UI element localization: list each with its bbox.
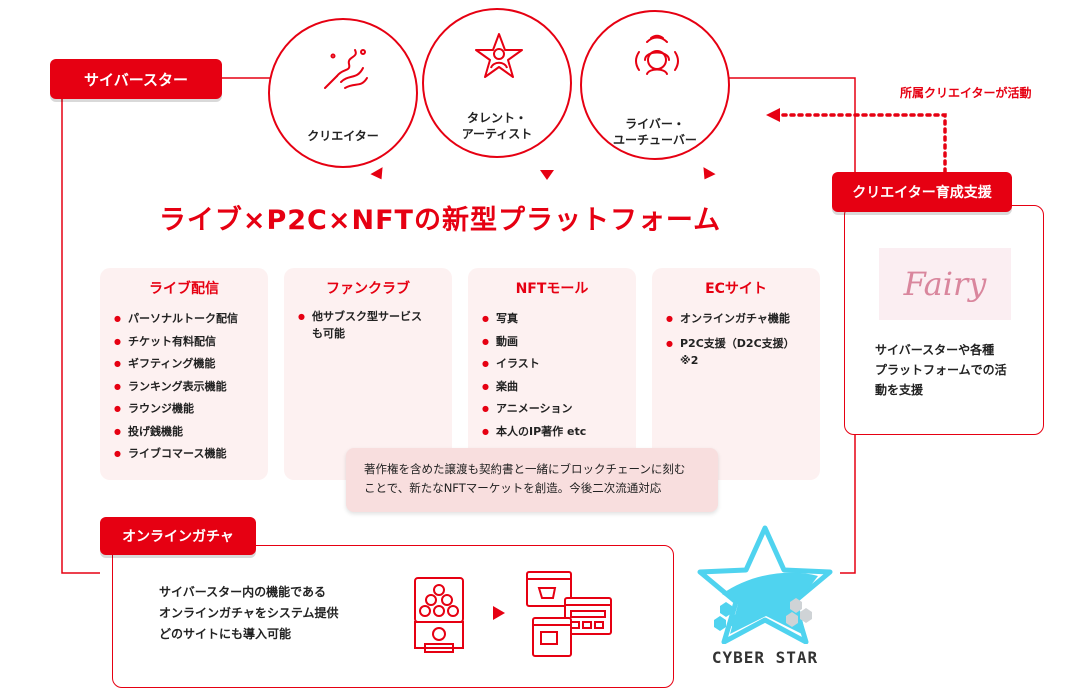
- list-item: ギフティング機能: [114, 353, 260, 376]
- gacha-tag: オンラインガチャ: [100, 517, 256, 555]
- column-title: ライブ配信: [149, 281, 219, 297]
- list-item: 楽曲: [482, 376, 628, 399]
- note-line: 著作権を含めた譲渡も契約書と一緒にブロックチェーンに刻む: [364, 462, 686, 476]
- support-desc-line: プラットフォームでの活: [875, 363, 1007, 377]
- headset-broadcast-icon: [635, 34, 679, 75]
- list-item: P2C支援（D2C支援） ※2: [666, 335, 812, 369]
- nft-note: 著作権を含めた譲渡も契約書と一緒にブロックチェーンに刻む ことで、新たなNFTマ…: [346, 448, 718, 512]
- arrow-head-icon: [766, 108, 780, 122]
- affiliation-label: 所属クリエイターが活動: [900, 86, 1032, 100]
- column-title: ファンクラブ: [326, 281, 410, 297]
- creator-support-box: Fairy サイバースターや各種 プラットフォームでの活 動を支援: [844, 205, 1044, 435]
- column-title: NFTモール: [515, 281, 589, 297]
- creator-brush-icon: [324, 49, 368, 89]
- circle-label-line1: タレント・: [466, 111, 527, 125]
- column-live: ライブ配信 パーソナルトーク配信 チケット有料配信 ギフティング機能 ランキング…: [100, 268, 268, 480]
- list-item: 写真: [482, 308, 628, 331]
- gacha-machine-icon: [414, 577, 464, 653]
- gacha-desc-line: サイバースター内の機能である: [159, 585, 327, 599]
- list-item: 他サブスク型サービス も可能: [298, 308, 444, 342]
- list-item: アニメーション: [482, 398, 628, 421]
- circle-talent: タレント・ アーティスト: [422, 8, 572, 158]
- list-item: オンラインガチャ機能: [666, 308, 812, 331]
- list-item: 本人のIP著作 etc: [482, 421, 628, 444]
- support-desc-line: サイバースターや各種: [875, 343, 995, 357]
- cyber-star-icon: [697, 525, 833, 645]
- list-item: 投げ銭機能: [114, 421, 260, 444]
- list-item: チケット有料配信: [114, 331, 260, 354]
- cyber-star-text: CYBER STAR: [711, 648, 819, 667]
- column-fanclub: ファンクラブ 他サブスク型サービス も可能: [284, 268, 452, 480]
- creator-support-tag: クリエイター育成支援: [832, 172, 1012, 212]
- list-item: 動画: [482, 331, 628, 354]
- ec-websites-icon: [526, 571, 612, 657]
- page-title: ライブ×P2C×NFTの新型プラットフォーム: [158, 205, 722, 236]
- cyber-star-logo: CYBER STAR: [690, 524, 840, 674]
- circle-creator: クリエイター: [268, 18, 418, 168]
- fairy-logo-text: Fairy: [903, 265, 987, 303]
- list-item: ライブコマース機能: [114, 443, 260, 466]
- circle-label-line1: ライバー・: [625, 117, 685, 131]
- circle-liver: ライバー・ ユーチューバー: [580, 10, 730, 160]
- column-nft: NFTモール 写真 動画 イラスト 楽曲 アニメーション 本人のIP著作 etc: [468, 268, 636, 480]
- gacha-box: サイバースター内の機能である オンラインガチャをシステム提供 どのサイトにも導入…: [112, 545, 674, 688]
- list-item: ラウンジ機能: [114, 398, 260, 421]
- list-item: パーソナルトーク配信: [114, 308, 260, 331]
- list-item: ランキング表示機能: [114, 376, 260, 399]
- brand-tag: サイバースター: [50, 59, 222, 99]
- list-item: イラスト: [482, 353, 628, 376]
- column-ec: ECサイト オンラインガチャ機能 P2C支援（D2C支援） ※2: [652, 268, 820, 480]
- play-arrow-icon: [493, 606, 505, 620]
- circle-label-line2: アーティスト: [461, 127, 533, 141]
- note-line: ことで、新たなNFTマーケットを創造。今後二次流通対応: [364, 481, 662, 495]
- gacha-desc-line: オンラインガチャをシステム提供: [159, 606, 339, 620]
- column-title: ECサイト: [705, 281, 767, 297]
- support-desc-line: 動を支援: [875, 383, 924, 397]
- circle-label: クリエイター: [307, 129, 379, 143]
- talent-star-icon: [475, 33, 523, 78]
- gacha-desc-line: どのサイトにも導入可能: [159, 627, 292, 641]
- circle-label-line2: ユーチューバー: [613, 133, 697, 147]
- fairy-logo: Fairy: [879, 248, 1011, 320]
